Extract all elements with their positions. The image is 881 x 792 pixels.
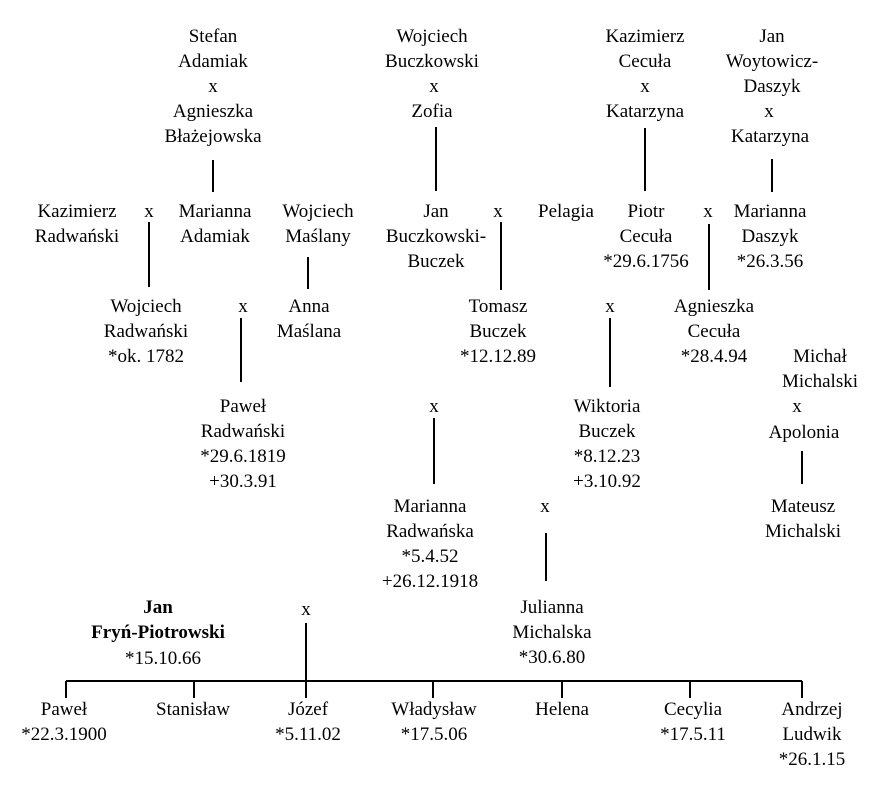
person-tomasz-buczek: Tomasz Buczek *12.12.89 <box>460 296 536 367</box>
child-cecylia: Cecylia *17.5.11 <box>660 699 726 745</box>
person-anna-maslana: Anna Maślana <box>276 296 342 342</box>
person-marianna-daszyk: Marianna Daszyk *26.3.56 <box>733 201 807 272</box>
marriage-x: x <box>208 76 218 97</box>
child-helena: Helena <box>535 699 589 720</box>
marriage-x: x <box>640 76 650 97</box>
marriage-x: x <box>238 296 248 317</box>
person-stefan-adamiak: Stefan Adamiak <box>178 26 248 72</box>
person-apolonia: Apolonia <box>768 422 840 443</box>
marriage-x: x <box>144 201 154 222</box>
child-jozef: Józef *5.11.02 <box>275 699 341 745</box>
person-wiktoria-buczek: Wiktoria Buczek *8.12.23 +3.10.92 <box>573 396 641 492</box>
person-marianna-adamiak: Marianna Adamiak <box>178 201 252 247</box>
person-marianna-radwanska: Marianna Radwańska *5.4.52 +26.12.1918 <box>381 496 479 592</box>
marriage-x: x <box>764 101 774 122</box>
person-piotr-cecula: Piotr Cecuła *29.6.1756 <box>603 201 689 272</box>
marriage-x: x <box>540 496 550 517</box>
person-pawel-radwanski: Paweł Radwański *29.6.1819 +30.3.91 <box>200 396 286 492</box>
marriage-x: x <box>703 201 713 222</box>
person-katarzyna-1: Katarzyna <box>605 101 685 122</box>
person-katarzyna-2: Katarzyna <box>730 126 810 147</box>
marriage-x: x <box>301 599 311 620</box>
marriage-x: x <box>429 396 439 417</box>
child-andrzej-ludwik: Andrzej Ludwik *26.1.15 <box>778 699 846 770</box>
jan-fryn-birth-date: *15.10.66 <box>125 648 201 669</box>
person-michal-michalski: Michał Michalski <box>782 346 858 392</box>
person-kazimierz-radwanski: Kazimierz Radwański <box>34 201 120 247</box>
person-wojciech-maslany: Wojciech Maślany <box>282 201 354 247</box>
marriage-x: x <box>493 201 503 222</box>
person-wojciech-buczkowski: Wojciech Buczkowski <box>385 26 479 72</box>
child-pawel: Paweł *22.3.1900 <box>21 699 107 745</box>
person-mateusz-michalski: Mateusz Michalski <box>765 496 841 542</box>
person-jan-woytowicz-daszyk: Jan Woytowicz- Daszyk <box>725 26 819 97</box>
person-julianna-michalska: Julianna Michalska *30.6.80 <box>512 597 592 668</box>
person-jan-buczkowski-buczek: Jan Buczkowski- Buczek <box>385 201 487 272</box>
person-wojciech-radwanski: Wojciech Radwański *ok. 1782 <box>103 296 189 367</box>
marriage-x: x <box>429 76 439 97</box>
child-stanislaw: Stanisław <box>156 699 230 720</box>
person-pelagia: Pelagia <box>538 201 594 222</box>
person-kazimierz-cecula: Kazimierz Cecuła <box>605 26 685 72</box>
marriage-x: x <box>792 396 802 417</box>
marriage-x: x <box>605 296 615 317</box>
person-jan-fryn-piotrowski: Jan Fryń-Piotrowski <box>91 597 225 643</box>
child-wladyslaw: Władysław *17.5.06 <box>391 699 477 745</box>
person-zofia: Zofia <box>411 101 453 122</box>
person-agnieszka-cecula: Agnieszka Cecuła *28.4.94 <box>673 296 755 367</box>
person-agnieszka-blazejowska: Agnieszka Błażejowska <box>164 101 262 147</box>
